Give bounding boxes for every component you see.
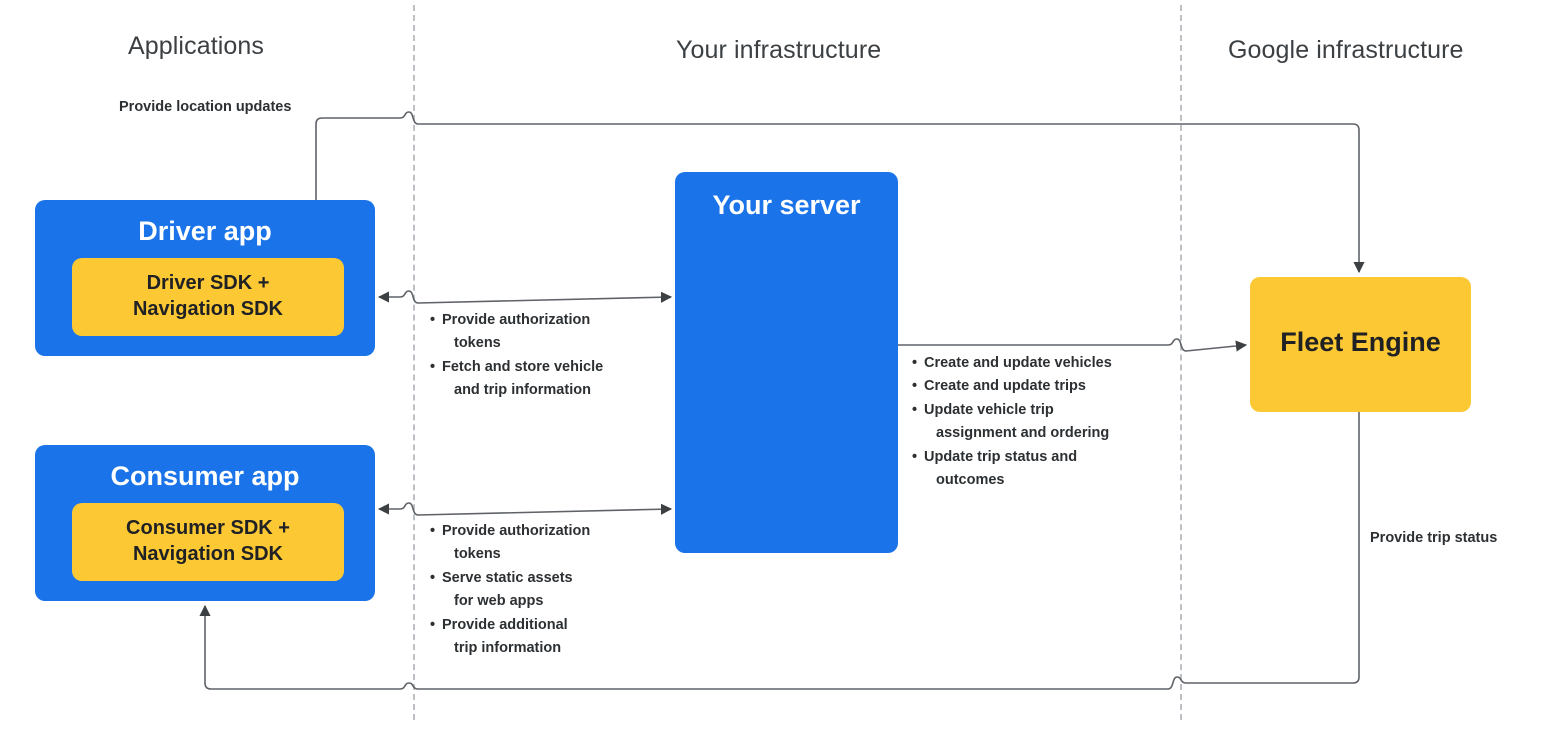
driver-sdk-label: Driver SDK + Navigation SDK: [132, 272, 284, 320]
wire-driver-server: [377, 290, 673, 304]
driver-sdk-box[interactable]: Driver SDK + Navigation SDK: [72, 258, 344, 336]
divider-applications-infrastructure: [413, 5, 415, 720]
driver-app-title: Driver app: [138, 216, 272, 246]
bullet-item: Update vehicle trip assignment and order…: [912, 399, 1112, 446]
bullet-item: Provide additional trip information: [430, 614, 590, 661]
bullet-item: Create and update vehicles: [912, 352, 1112, 376]
label-driver-server-bullets: Provide authorization tokens Fetch and s…: [430, 309, 603, 403]
wire-server-fleet: [898, 338, 1248, 352]
label-consumer-server-bullets: Provide authorization tokens Serve stati…: [430, 520, 590, 661]
consumer-sdk-label: Consumer SDK + Navigation SDK: [126, 517, 290, 565]
node-driver-app[interactable]: Driver app Driver SDK + Navigation SDK: [35, 200, 375, 356]
node-your-server[interactable]: Your server: [675, 172, 898, 553]
bullet-item: Serve static assets for web apps: [430, 567, 590, 614]
node-consumer-app[interactable]: Consumer app Consumer SDK + Navigation S…: [35, 445, 375, 601]
node-fleet-engine[interactable]: Fleet Engine: [1250, 277, 1471, 412]
bullet-item: Provide authorization tokens: [430, 309, 603, 356]
bullet-item: Create and update trips: [912, 375, 1112, 399]
consumer-app-title: Consumer app: [110, 461, 300, 491]
wire-consumer-server: [377, 502, 673, 516]
fleet-engine-title: Fleet Engine: [1280, 327, 1441, 357]
divider-infrastructure-google: [1180, 5, 1182, 720]
zone-label-your-infrastructure: Your infrastructure: [676, 36, 882, 64]
label-provide-location-updates: Provide location updates: [119, 99, 292, 115]
zone-label-applications: Applications: [128, 32, 265, 60]
zone-label-google-infrastructure: Google infrastructure: [1228, 36, 1464, 64]
your-server-title: Your server: [712, 190, 861, 220]
consumer-sdk-box[interactable]: Consumer SDK + Navigation SDK: [72, 503, 344, 581]
bullet-item: Fetch and store vehicle and trip informa…: [430, 356, 603, 403]
label-server-fleet-bullets: Create and update vehicles Create and up…: [912, 352, 1112, 493]
bullet-item: Provide authorization tokens: [430, 520, 590, 567]
label-provide-trip-status: Provide trip status: [1370, 530, 1498, 546]
bullet-item: Update trip status and outcomes: [912, 446, 1112, 493]
